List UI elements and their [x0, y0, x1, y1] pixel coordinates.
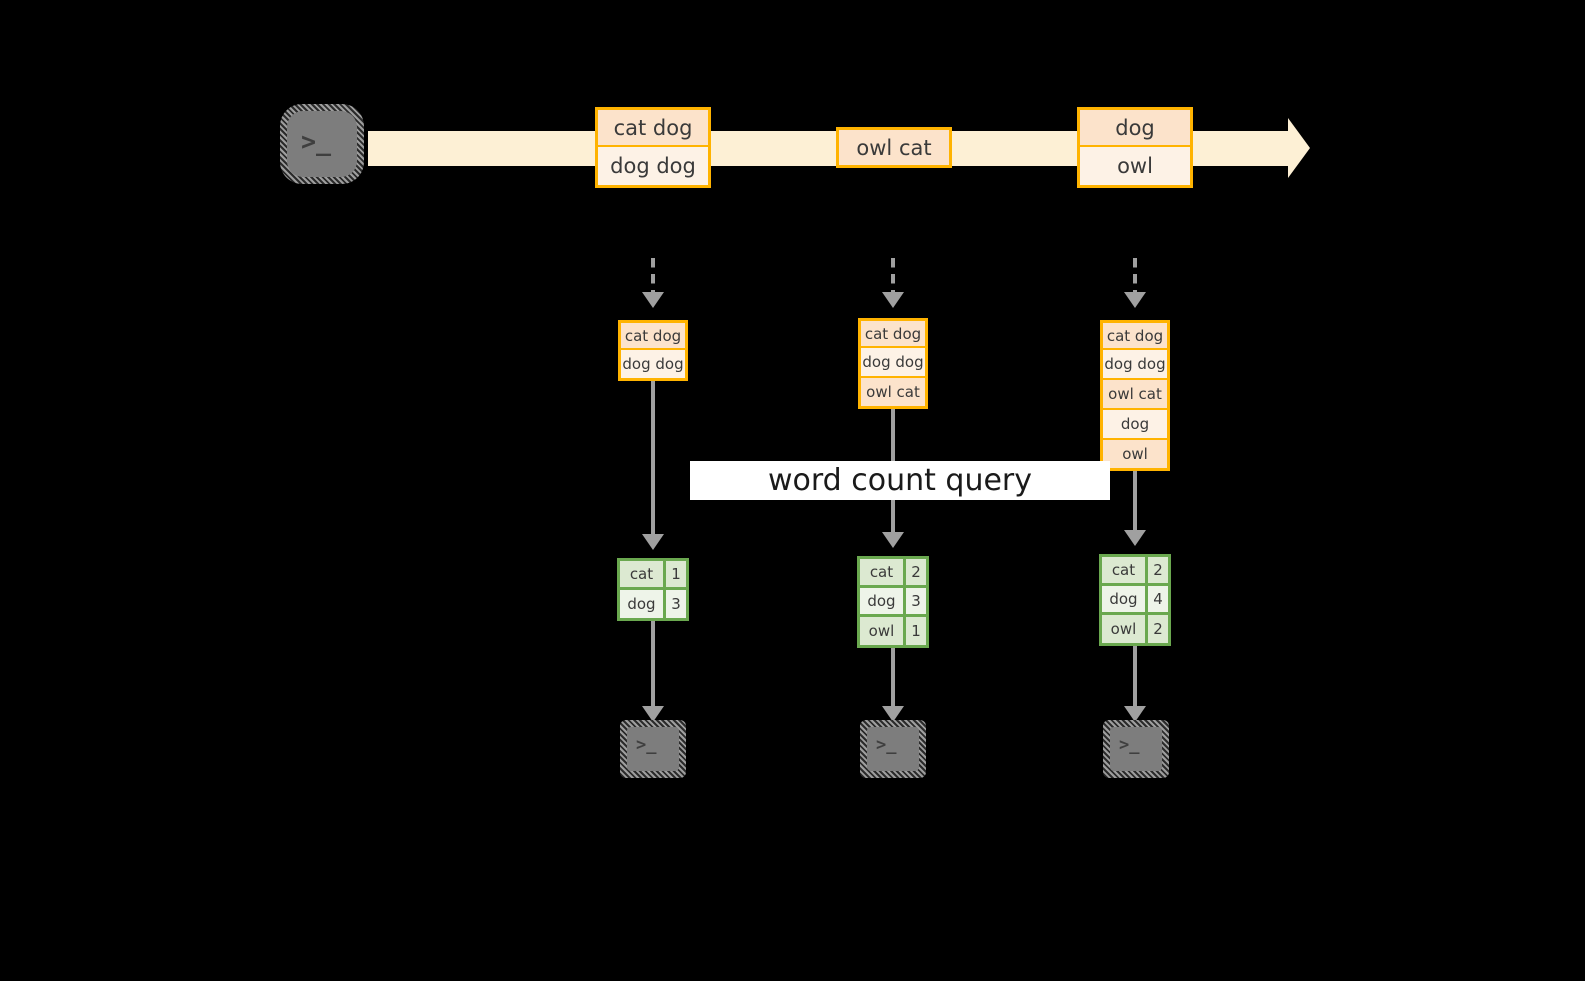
terminal-prompt-glyph: >_	[301, 127, 332, 156]
result-word-cell: dog	[860, 588, 903, 617]
snapshot-2-feed-arrowhead	[882, 292, 904, 308]
snapshot-1-event-2: dog dog	[618, 350, 688, 381]
result-word-cell: cat	[620, 561, 663, 590]
stream-event-3-line-2: owl	[1077, 147, 1193, 188]
snapshot-2-sink-line	[891, 648, 895, 709]
snapshot-2-event-1: cat dog	[858, 318, 928, 349]
result-count-cell: 2	[905, 559, 926, 588]
stream-event-1-line-1: cat dog	[595, 107, 711, 148]
result-count-cell: 2	[1147, 557, 1168, 586]
snapshot-3-event-3: owl cat	[1100, 380, 1170, 411]
result-word-column: cat dog owl	[1102, 557, 1148, 643]
result-count-cell: 3	[905, 588, 926, 617]
result-word-cell: cat	[860, 559, 903, 588]
result-word-cell: dog	[1102, 586, 1145, 615]
snapshot-3-sink-terminal-icon[interactable]: >_	[1103, 720, 1169, 778]
snapshot-1-query-arrowhead	[642, 534, 664, 550]
snapshot-2-event-3: owl cat	[858, 378, 928, 409]
snapshot-1-sink-arrowhead	[642, 706, 664, 722]
terminal-body	[287, 111, 357, 177]
snapshot-2-query-arrowhead	[882, 532, 904, 548]
snapshot-2-feed-line	[891, 258, 895, 294]
terminal-body	[867, 727, 919, 771]
snapshot-3-feed-arrowhead	[1124, 292, 1146, 308]
snapshot-1-feed-arrowhead	[642, 292, 664, 308]
result-count-column: 1 3	[665, 561, 686, 618]
snapshot-3-event-1: cat dog	[1100, 320, 1170, 351]
result-word-column: cat dog owl	[860, 559, 906, 645]
snapshot-1-feed-line	[651, 258, 655, 294]
stream-event-1-line-2: dog dog	[595, 147, 711, 188]
result-count-cell: 4	[1147, 586, 1168, 615]
result-word-column: cat dog	[620, 561, 666, 618]
result-count-column: 2 3 1	[905, 559, 926, 645]
snapshot-3-sink-arrowhead	[1124, 706, 1146, 722]
snapshot-1-result-table: cat dog 1 3	[617, 558, 689, 621]
snapshot-3-event-4: dog	[1100, 410, 1170, 441]
stream-arrow-head	[1288, 118, 1310, 178]
stream-event-2-line-1: owl cat	[836, 127, 952, 168]
result-count-cell: 3	[665, 590, 686, 618]
terminal-prompt-glyph: >_	[876, 735, 897, 755]
snapshot-3-query-line	[1133, 471, 1137, 533]
snapshot-1-sink-line	[651, 621, 655, 709]
terminal-body	[1110, 727, 1162, 771]
terminal-body	[627, 727, 679, 771]
snapshot-2-sink-terminal-icon[interactable]: >_	[860, 720, 926, 778]
stream-event-3-line-1: dog	[1077, 107, 1193, 148]
snapshot-1-sink-terminal-icon[interactable]: >_	[620, 720, 686, 778]
snapshot-3-event-5: owl	[1100, 440, 1170, 471]
result-word-cell: owl	[860, 617, 903, 645]
snapshot-3-feed-line	[1133, 258, 1137, 294]
result-word-cell: owl	[1102, 615, 1145, 643]
snapshot-2-event-2: dog dog	[858, 348, 928, 379]
snapshot-2-result-table: cat dog owl 2 3 1	[857, 556, 929, 648]
snapshot-3-sink-line	[1133, 646, 1137, 709]
result-count-column: 2 4 2	[1147, 557, 1168, 643]
snapshot-2-sink-arrowhead	[882, 706, 904, 722]
snapshot-3-event-2: dog dog	[1100, 350, 1170, 381]
terminal-prompt-glyph: >_	[636, 735, 657, 755]
snapshot-1-query-line	[651, 381, 655, 537]
source-terminal-icon[interactable]: >_	[280, 104, 364, 184]
result-count-cell: 1	[665, 561, 686, 590]
snapshot-3-query-arrowhead	[1124, 530, 1146, 546]
query-label: word count query	[690, 461, 1110, 500]
result-word-cell: cat	[1102, 557, 1145, 586]
result-count-cell: 2	[1147, 615, 1168, 643]
snapshot-3-result-table: cat dog owl 2 4 2	[1099, 554, 1171, 646]
result-count-cell: 1	[905, 617, 926, 645]
snapshot-1-event-1: cat dog	[618, 320, 688, 351]
result-word-cell: dog	[620, 590, 663, 618]
terminal-prompt-glyph: >_	[1119, 735, 1140, 755]
